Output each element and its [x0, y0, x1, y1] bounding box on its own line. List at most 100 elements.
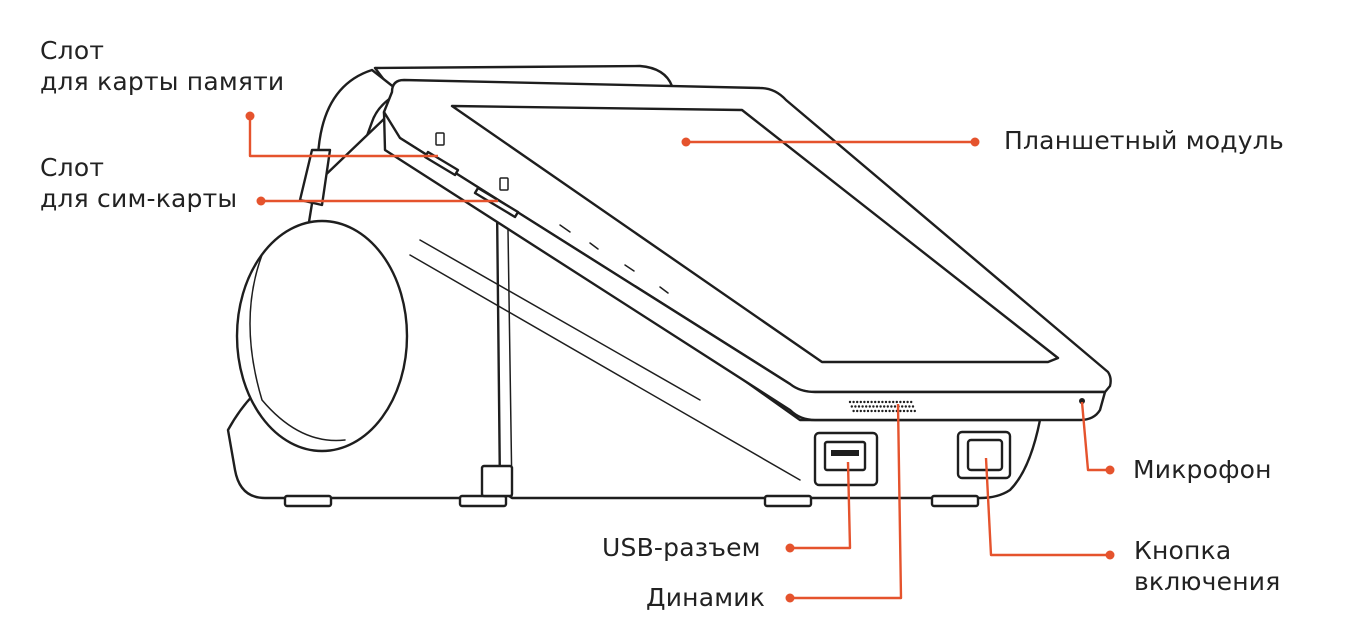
label-tablet-module: Планшетный модуль: [1004, 125, 1284, 156]
label-power-button: Кнопка включения: [1134, 535, 1280, 597]
label-tablet-module-text: Планшетный модуль: [1004, 126, 1284, 155]
callout-speaker: [790, 403, 903, 600]
speaker-hole: [895, 400, 898, 404]
speaker-hole: [910, 409, 913, 413]
callout-power: [984, 457, 1110, 557]
side-buttons: [559, 224, 669, 294]
speaker-hole: [870, 409, 873, 413]
callout-memory-slot: [248, 116, 438, 158]
label-sim-slot-line1: Слот: [40, 153, 105, 182]
label-usb-port: USB-разъем: [602, 532, 761, 563]
callout-lines: [245, 111, 1115, 603]
callout-usb: [790, 461, 852, 550]
memory-card-icon: [435, 132, 445, 146]
speaker-hole: [893, 405, 897, 408]
cable-clip: [480, 464, 514, 498]
side-grip: [298, 148, 332, 207]
callout-tablet-dot-end: [970, 137, 980, 147]
speaker-hole: [884, 400, 888, 404]
tablet-screen: [450, 104, 1060, 364]
usb-contacts: [831, 450, 859, 456]
label-microphone: Микрофон: [1133, 454, 1272, 485]
speaker-hole: [879, 405, 882, 408]
callout-sim-slot-dot: [256, 196, 266, 206]
speaker-hole: [881, 409, 884, 413]
callout-tablet-dot-start: [681, 137, 691, 147]
speaker-hole: [866, 400, 870, 404]
callout-usb-dot: [785, 543, 795, 553]
callout-microphone: [1080, 401, 1110, 472]
speaker-hole: [877, 409, 880, 413]
label-sim-slot: Слот для сим-карты: [40, 152, 237, 214]
label-microphone-text: Микрофон: [1133, 455, 1272, 484]
speaker-hole: [866, 409, 870, 413]
speaker-hole: [859, 409, 862, 413]
speaker-hole: [850, 405, 853, 408]
speaker-hole: [877, 400, 880, 404]
speaker-hole: [865, 405, 868, 408]
callout-speaker-dot: [785, 593, 795, 603]
microphone-hole: [1079, 398, 1085, 404]
speaker-hole: [911, 405, 915, 408]
label-memory-slot-line1: Слот: [40, 36, 105, 65]
callout-power-dot: [1105, 550, 1115, 560]
speaker-hole: [892, 400, 895, 404]
speaker-hole: [888, 409, 891, 413]
speaker-hole: [892, 409, 895, 413]
speaker-hole: [852, 409, 855, 413]
callout-memory-slot-dot: [245, 111, 255, 121]
speaker-hole: [886, 405, 889, 408]
speaker-hole: [881, 400, 884, 404]
speaker-hole: [874, 409, 877, 413]
speaker-hole: [884, 409, 888, 413]
foot-4: [930, 494, 980, 508]
speaker-hole: [854, 405, 857, 408]
speaker-hole: [910, 400, 913, 404]
body-seam: [507, 229, 513, 497]
speaker-hole: [899, 409, 902, 413]
speaker-hole: [902, 400, 906, 404]
speaker-hole: [848, 400, 852, 404]
callout-microphone-dot: [1105, 465, 1115, 475]
speaker-hole: [888, 400, 891, 404]
base-reflection-1: [409, 254, 801, 481]
label-power-button-line1: Кнопка: [1134, 536, 1232, 565]
sim-card-slot: [473, 186, 520, 219]
speaker-hole: [899, 400, 902, 404]
label-sim-slot-line2: для сим-карты: [40, 184, 238, 213]
speaker-hole: [908, 405, 911, 408]
label-usb-port-text: USB-разъем: [602, 533, 761, 562]
pos-terminal: [226, 64, 1112, 508]
speaker-grille: [848, 400, 916, 413]
speaker-hole: [863, 409, 866, 413]
speaker-hole: [872, 405, 875, 408]
speaker-hole: [906, 400, 909, 404]
speaker-hole: [870, 400, 873, 404]
label-power-button-line2: включения: [1134, 567, 1281, 596]
speaker-hole: [874, 400, 877, 404]
paper-roll-cover: [235, 219, 409, 453]
speaker-hole: [861, 405, 864, 408]
speaker-hole: [904, 405, 907, 408]
speaker-hole: [852, 400, 855, 404]
speaker-hole: [913, 409, 916, 413]
base-housing: [495, 203, 1042, 500]
label-speaker: Динамик: [646, 582, 765, 613]
label-memory-slot: Слот для карты памяти: [40, 35, 284, 97]
speaker-hole: [856, 409, 859, 413]
speaker-hole: [868, 405, 871, 408]
label-speaker-text: Динамик: [646, 583, 766, 612]
speaker-hole: [863, 400, 866, 404]
speaker-hole: [890, 405, 893, 408]
base-reflection-2: [419, 239, 701, 401]
speaker-hole: [857, 405, 861, 408]
foot-2: [458, 494, 508, 508]
speaker-hole: [859, 400, 862, 404]
speaker-hole: [875, 405, 879, 408]
paper-roll-arc: [249, 254, 346, 442]
speaker-hole: [902, 409, 906, 413]
speaker-hole: [901, 405, 904, 408]
foot-1: [283, 494, 333, 508]
foot-3: [763, 494, 813, 508]
